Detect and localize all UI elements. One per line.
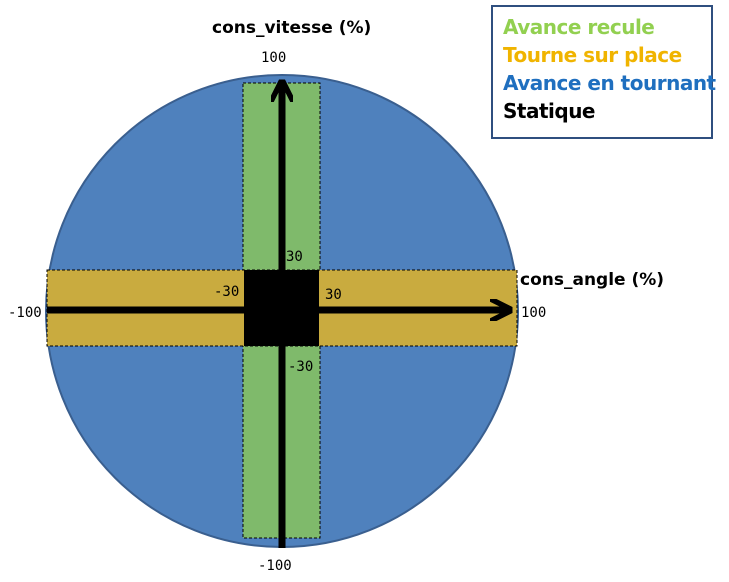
angle-threshold-left-label: -30 [214, 284, 239, 300]
vitesse-axis-title: cons_vitesse (%) [212, 18, 371, 38]
legend-item-tourne-sur-place: Tourne sur place [503, 43, 682, 67]
angle-threshold-right-label: 30 [325, 287, 342, 303]
angle-max-label: 100 [521, 305, 546, 321]
vitesse-threshold-bottom-label: -30 [288, 359, 313, 375]
angle-axis-title: cons_angle (%) [520, 270, 664, 290]
angle-min-label: -100 [8, 305, 42, 321]
legend-item-avance-recule: Avance recule [503, 15, 655, 39]
vitesse-max-label: 100 [261, 50, 286, 66]
vitesse-min-label: -100 [258, 558, 292, 574]
legend-item-avance-en-tournant: Avance en tournant [503, 71, 716, 95]
legend: Avance recule Tourne sur place Avance en… [491, 5, 716, 139]
vitesse-threshold-top-label: 30 [286, 249, 303, 265]
legend-item-statique: Statique [503, 99, 596, 123]
